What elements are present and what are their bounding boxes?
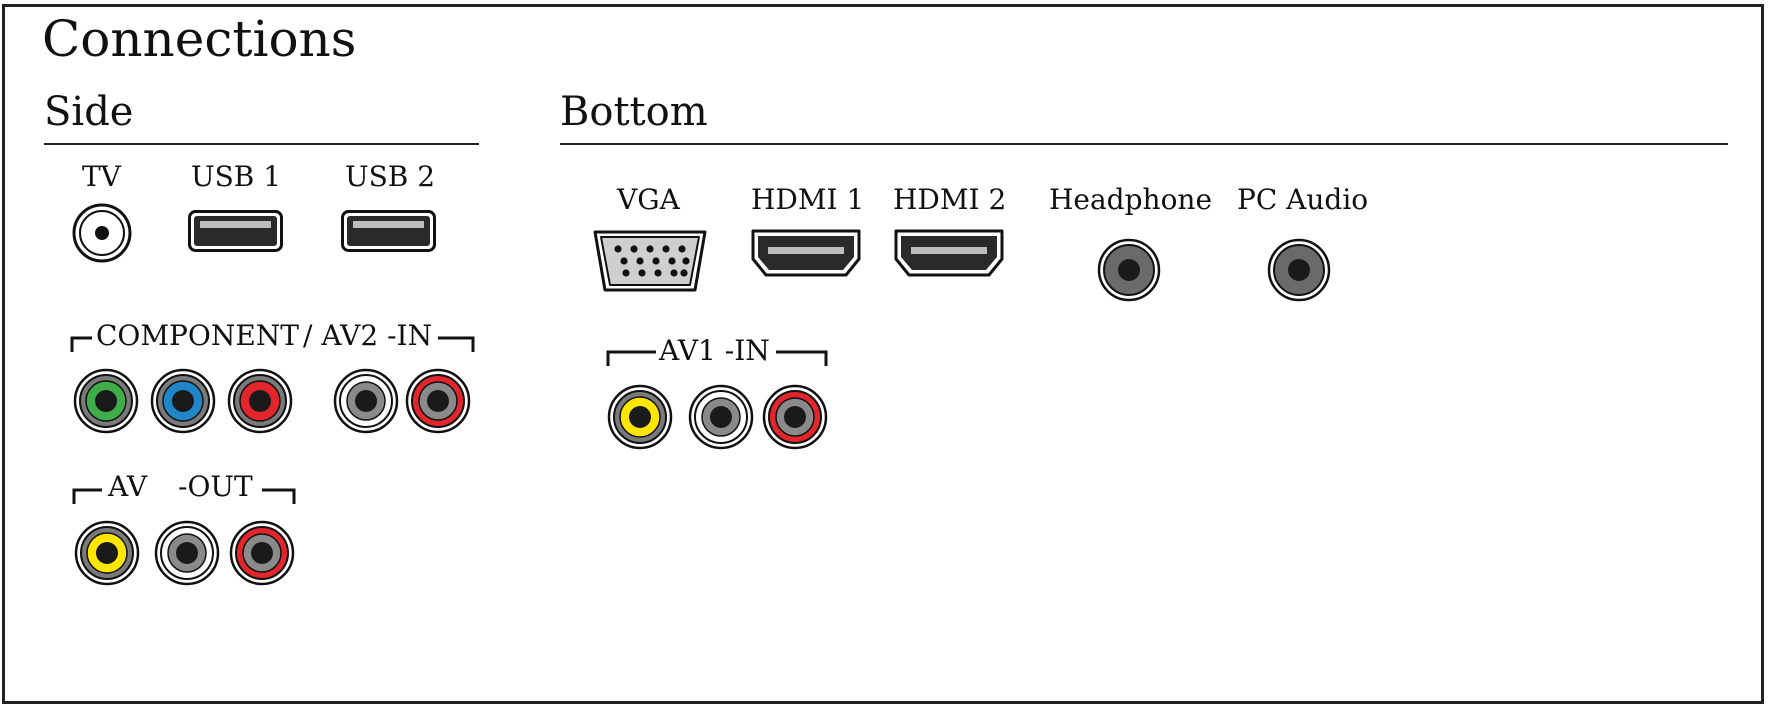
av-out-bracket bbox=[72, 488, 296, 504]
label-tv: TV bbox=[82, 160, 121, 193]
label-vga: VGA bbox=[617, 183, 680, 216]
label-hdmi2: HDMI 2 bbox=[893, 183, 1007, 216]
label-hdmi1: HDMI 1 bbox=[751, 183, 865, 216]
av2-audio-left-white-jack bbox=[333, 368, 399, 434]
headphone-jack bbox=[1097, 238, 1161, 302]
av1-in-bracket bbox=[606, 350, 828, 366]
section-title-bottom: Bottom bbox=[560, 89, 708, 135]
tv-coax-port bbox=[72, 203, 132, 263]
av-out-audio-right-red-jack bbox=[229, 520, 295, 586]
av-out-video-yellow-jack bbox=[74, 520, 140, 586]
av2-audio-right-red-jack bbox=[405, 368, 471, 434]
hdmi1-port bbox=[751, 229, 861, 277]
component-bracket bbox=[70, 336, 475, 352]
page-title: Connections bbox=[42, 10, 357, 68]
side-divider bbox=[44, 143, 479, 145]
section-title-side: Side bbox=[44, 89, 134, 135]
hdmi2-port bbox=[894, 229, 1004, 277]
component-y-green-jack bbox=[73, 368, 139, 434]
pc-audio-jack bbox=[1267, 238, 1331, 302]
label-component: COMPONENT bbox=[96, 319, 299, 352]
vga-port bbox=[593, 230, 707, 292]
av-out-audio-left-white-jack bbox=[154, 520, 220, 586]
av1-in-video-yellow-jack bbox=[607, 384, 673, 450]
av1-in-audio-right-red-jack bbox=[762, 384, 828, 450]
component-pr-red-jack bbox=[227, 368, 293, 434]
label-av-out-out: -OUT bbox=[178, 470, 253, 503]
label-pc-audio: PC Audio bbox=[1237, 183, 1369, 216]
label-av-out-av: AV bbox=[108, 470, 148, 503]
component-pb-blue-jack bbox=[150, 368, 216, 434]
label-av2-in: / AV2 -IN bbox=[303, 319, 433, 352]
label-usb1: USB 1 bbox=[191, 160, 282, 193]
label-av1-in: AV1 -IN bbox=[659, 334, 770, 367]
bottom-divider bbox=[560, 143, 1728, 145]
label-usb2: USB 2 bbox=[345, 160, 436, 193]
usb1-port bbox=[188, 210, 283, 252]
connections-panel bbox=[2, 4, 1764, 704]
usb2-port bbox=[341, 210, 436, 252]
label-headphone: Headphone bbox=[1049, 183, 1213, 216]
av1-in-audio-left-white-jack bbox=[688, 384, 754, 450]
